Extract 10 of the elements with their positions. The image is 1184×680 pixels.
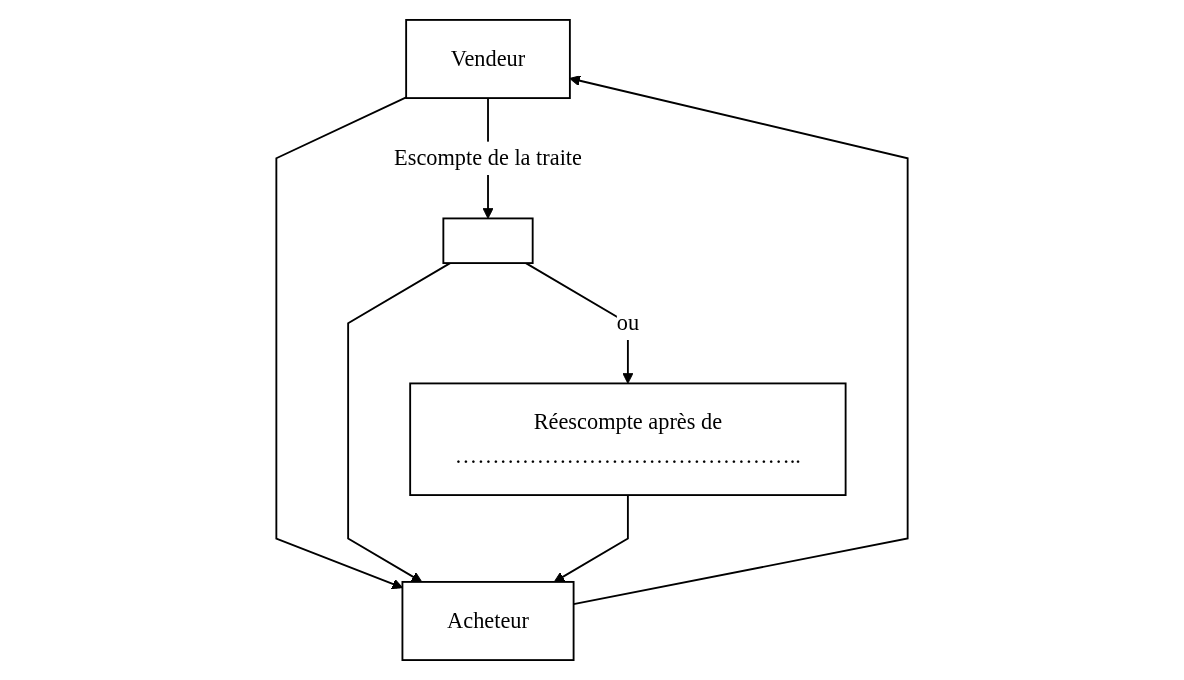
- edge-label: ou: [616, 310, 640, 336]
- node-box: [442, 217, 534, 264]
- arrow: [347, 262, 452, 583]
- node-box: Acheteur: [401, 581, 575, 661]
- node-box: Vendeur: [405, 19, 571, 99]
- arrow: [275, 96, 408, 590]
- edge-label: Escompte de la traite: [394, 145, 582, 171]
- node-box: Réescompte après de ………………………………………..: [409, 382, 847, 496]
- arrow: [553, 494, 629, 583]
- arrow: [569, 75, 909, 606]
